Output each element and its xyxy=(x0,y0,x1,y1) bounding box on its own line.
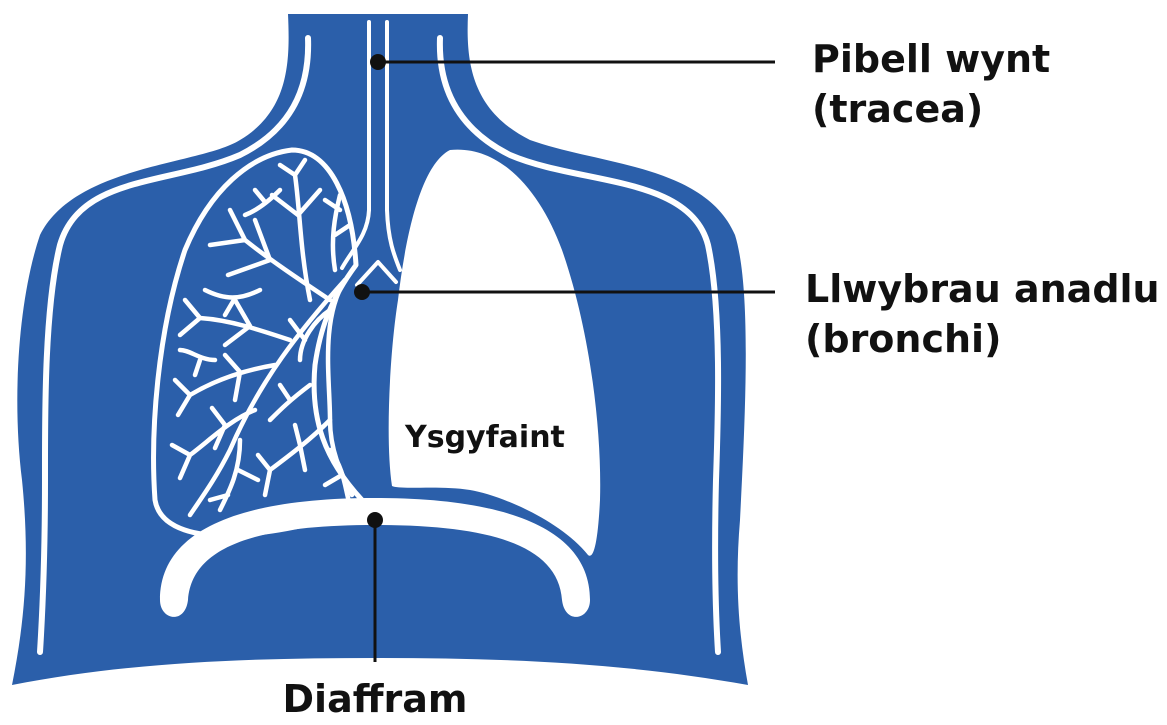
torso-silhouette xyxy=(12,14,748,685)
bronchi-pointer-dot xyxy=(354,284,370,300)
diaphragm-pointer-dot xyxy=(367,512,383,528)
trachea-label-line1: Pibell wynt xyxy=(812,37,1050,81)
lungs-label: Ysgyfaint xyxy=(404,420,565,455)
diaphragm-label: Diaffram xyxy=(283,677,468,721)
trachea-pointer-dot xyxy=(370,54,386,70)
bronchi-label-line1: Llwybrau anadlu xyxy=(805,267,1160,311)
trachea-label-line2: (tracea) xyxy=(812,87,983,131)
bronchi-label-line2: (bronchi) xyxy=(805,317,1001,361)
